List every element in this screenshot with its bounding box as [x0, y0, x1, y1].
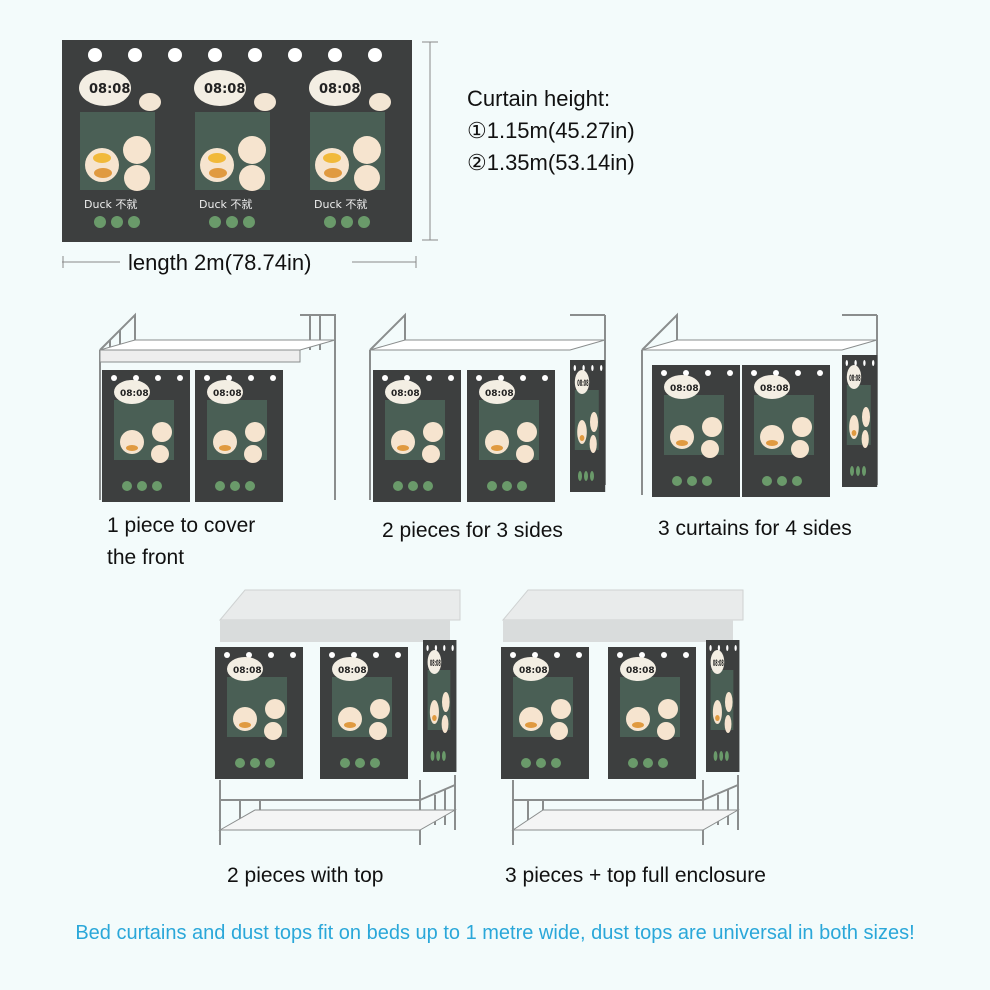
option-4-illustration	[215, 589, 461, 845]
curtain-height-title: Curtain height:	[467, 86, 611, 111]
option-2-illustration	[369, 312, 606, 502]
option-1-caption-line2: the front	[107, 546, 185, 569]
curtain-clock-text: 08:08	[89, 82, 130, 97]
length-dimension-line	[62, 256, 417, 268]
curtain-height-option-2: ②1.35m(53.14in)	[467, 150, 635, 175]
option-3-illustration	[641, 312, 878, 497]
option-5-illustration	[501, 589, 744, 845]
length-label: length 2m(78.74in)	[128, 250, 312, 275]
height-dimension-line	[422, 41, 438, 241]
curtain-height-option-1: ①1.15m(45.27in)	[467, 118, 635, 143]
footer-note: Bed curtains and dust tops fit on beds u…	[75, 922, 915, 944]
option-1-illustration	[99, 312, 336, 502]
svg-text:Duck 不就: Duck 不就	[84, 197, 137, 211]
option-1-caption-line1: 1 piece to cover	[107, 514, 256, 537]
option-3-caption: 3 curtains for 4 sides	[658, 517, 852, 540]
option-2-caption: 2 pieces for 3 sides	[382, 519, 563, 542]
curtain-panel-illustration: 08:08 Duck 不就	[62, 40, 412, 242]
option-5-caption: 3 pieces + top full enclosure	[505, 864, 766, 887]
option-4-caption: 2 pieces with top	[227, 864, 384, 887]
